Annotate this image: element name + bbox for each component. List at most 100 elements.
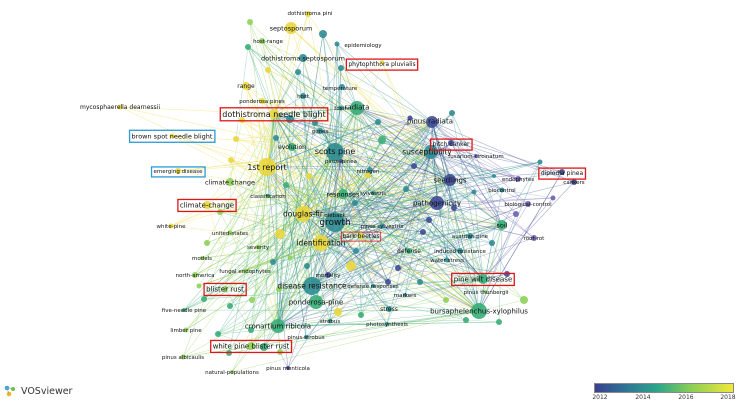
node-unlabeled[interactable] [249, 297, 255, 303]
node-mycosphaerella-dearnessii[interactable] [117, 104, 123, 110]
node-natural-populations[interactable] [230, 370, 234, 374]
node-unlabeled[interactable] [304, 263, 310, 269]
node-classification[interactable] [266, 194, 270, 198]
node-disease-resistance[interactable] [303, 277, 321, 295]
node-induced-resistance[interactable] [457, 248, 463, 254]
node-unlabeled[interactable] [420, 229, 426, 235]
node-pinus-monticola[interactable] [286, 366, 290, 370]
node-climate-change[interactable] [226, 178, 234, 186]
node-growth[interactable] [325, 212, 345, 232]
node-unlabeled[interactable] [196, 283, 202, 289]
node-austrian-pine[interactable] [467, 233, 473, 239]
node-unlabeled[interactable] [537, 159, 543, 165]
node-unlabeled[interactable] [520, 296, 528, 304]
node-unlabeled[interactable] [276, 286, 282, 292]
node-pinus-pinea[interactable] [339, 159, 343, 163]
node-cronartium-ribicola[interactable] [271, 319, 285, 333]
node-phytophthora-pluvialis[interactable] [380, 60, 384, 64]
node-unlabeled[interactable] [417, 279, 423, 285]
node-dothistroma-needle-blight[interactable] [269, 109, 279, 119]
node-unlabeled[interactable] [346, 261, 356, 271]
node-bark-beetles[interactable] [358, 233, 364, 239]
node-unlabeled[interactable] [239, 117, 245, 123]
node-unlabeled[interactable] [496, 319, 502, 325]
node-stress[interactable] [386, 306, 392, 312]
node-limber-pine[interactable] [183, 327, 189, 333]
node-unlabeled[interactable] [215, 331, 221, 337]
node-dothistroma-septosporum[interactable] [299, 54, 307, 62]
node-fungal-endophytes[interactable] [242, 268, 248, 274]
node-unlabeled[interactable] [352, 200, 358, 206]
node-unlabeled[interactable] [334, 308, 342, 316]
node-unlabeled[interactable] [492, 174, 496, 178]
node-unlabeled[interactable] [471, 189, 477, 195]
node-defense[interactable] [406, 248, 412, 254]
node-scots-pine[interactable] [326, 143, 344, 161]
node-white-pine[interactable] [168, 223, 174, 229]
node-1st-report[interactable] [258, 158, 276, 176]
node-mortality[interactable] [325, 272, 331, 278]
node-unlabeled[interactable] [403, 186, 409, 192]
node-five-needle-pine[interactable] [182, 308, 186, 312]
node-unlabeled[interactable] [233, 136, 239, 142]
node-unlabeled[interactable] [306, 173, 312, 179]
node-white-pine-blister-rust[interactable] [247, 342, 255, 350]
node-unlabeled[interactable] [260, 343, 268, 351]
node-unlabeled[interactable] [443, 297, 449, 303]
node-diplodia-pinea[interactable] [559, 169, 565, 175]
node-unlabeled[interactable] [275, 229, 285, 239]
node-pine-wilt-disease[interactable] [478, 274, 488, 284]
node-ponderosa-pines[interactable] [259, 98, 265, 104]
node-photosynthesis[interactable] [385, 322, 389, 326]
node-blister-rust[interactable] [222, 286, 228, 292]
node-radiata[interactable] [350, 101, 364, 115]
node-sylvestris[interactable] [371, 191, 375, 195]
node-unlabeled[interactable] [248, 327, 254, 333]
node-soil[interactable] [497, 220, 507, 230]
node-septosporum[interactable] [285, 22, 297, 34]
node-unlabeled[interactable] [283, 182, 289, 188]
node-cankers[interactable] [571, 179, 577, 185]
node-responses[interactable] [338, 189, 348, 199]
node-water-stress[interactable] [444, 257, 450, 263]
node-unlabeled[interactable] [395, 265, 401, 271]
node-unlabeled[interactable] [550, 195, 556, 201]
node-unlabeled[interactable] [426, 217, 432, 223]
node-unlabeled[interactable] [295, 69, 301, 75]
node-unlabeled[interactable] [204, 240, 210, 246]
node-brown-spot-needle-blight[interactable] [169, 133, 175, 139]
node-pinus-thunbergii[interactable] [484, 290, 488, 294]
node-biocontrol[interactable] [499, 187, 505, 193]
node-pinus-strobus[interactable] [304, 335, 308, 339]
node-unlabeled[interactable] [338, 65, 344, 71]
node-bursaphelenchus-xylophilus[interactable] [471, 303, 487, 319]
node-pinus-sylvestris[interactable] [379, 223, 385, 229]
node-unlabeled[interactable] [365, 172, 371, 178]
node-genes[interactable] [317, 128, 323, 134]
node-dothistroma-pini[interactable] [305, 11, 311, 17]
node-host[interactable] [300, 93, 306, 99]
node-evolution[interactable] [288, 143, 296, 151]
node-models[interactable] [200, 256, 204, 260]
node-unlabeled[interactable] [273, 135, 279, 141]
node-unlabeled[interactable] [353, 248, 359, 254]
node-severity[interactable] [255, 244, 261, 250]
node-defense-responses[interactable] [371, 284, 375, 288]
node-united-states[interactable] [227, 230, 233, 236]
node-north-america[interactable] [192, 272, 198, 278]
node-unlabeled[interactable] [227, 303, 233, 309]
node-temperature[interactable] [339, 84, 345, 90]
node-unlabeled[interactable] [407, 115, 413, 121]
node-unlabeled[interactable] [358, 312, 364, 318]
node-unlabeled[interactable] [265, 67, 271, 73]
node-strobus[interactable] [328, 319, 332, 323]
node-toxin[interactable] [338, 105, 344, 111]
node-range[interactable] [242, 82, 250, 90]
node-biological-control[interactable] [525, 201, 531, 207]
node-unlabeled[interactable] [411, 163, 417, 169]
node-seedlings[interactable] [444, 174, 456, 186]
node-unlabeled[interactable] [245, 44, 251, 50]
node-host-range[interactable] [259, 38, 265, 44]
node-pinus-radiata[interactable] [426, 116, 438, 128]
node-pathogenicity[interactable] [430, 196, 444, 210]
